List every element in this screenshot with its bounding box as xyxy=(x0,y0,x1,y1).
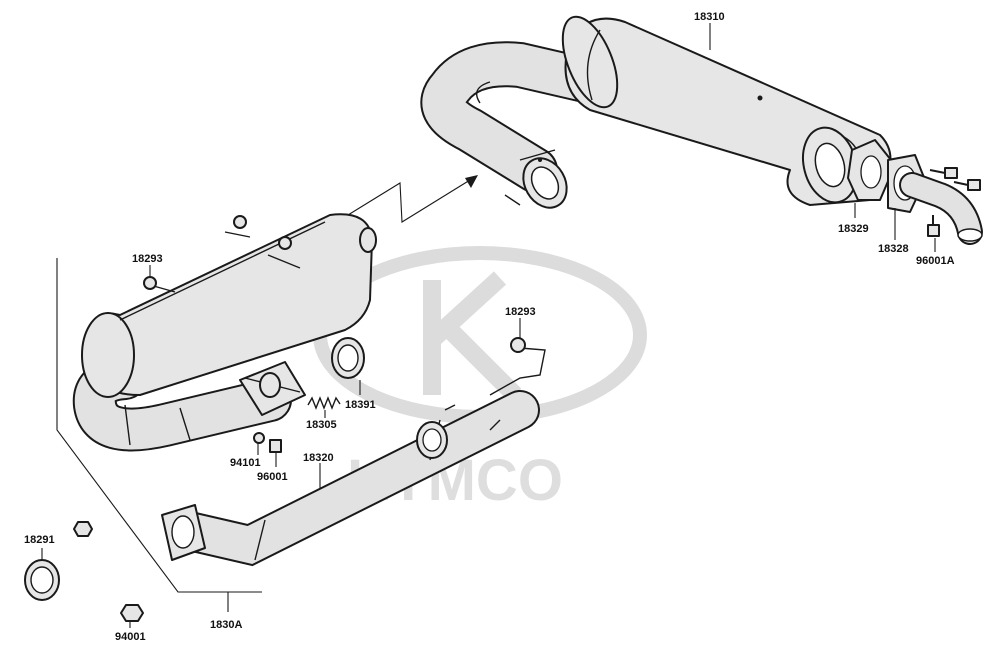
label-18305: 18305 xyxy=(306,419,337,431)
label-96001a: 96001A xyxy=(916,255,955,267)
flow-arrow xyxy=(347,175,478,223)
assembly-bracket xyxy=(56,258,262,593)
label-94101: 94101 xyxy=(230,457,261,469)
label-96001: 96001 xyxy=(257,471,288,483)
washer-94101 xyxy=(253,432,265,444)
bolt-96001 xyxy=(269,439,282,453)
watermark-k-shape xyxy=(423,271,522,402)
label-18293-left: 18293 xyxy=(132,253,163,265)
label-18328: 18328 xyxy=(878,243,909,255)
leader-lines xyxy=(41,23,936,628)
label-18320: 18320 xyxy=(303,452,334,464)
front-muffler-assembly xyxy=(72,213,377,452)
gasket-18291 xyxy=(24,559,60,601)
label-1830a: 1830A xyxy=(210,619,242,631)
label-18291: 18291 xyxy=(24,534,55,546)
label-18293-right: 18293 xyxy=(505,306,536,318)
rear-muffler-18310 xyxy=(420,15,983,245)
label-18329: 18329 xyxy=(838,223,869,235)
label-18310: 18310 xyxy=(694,11,725,23)
gasket-18391 xyxy=(331,337,365,379)
bolt-96001a-set xyxy=(927,167,981,237)
hanger-18293-right xyxy=(489,337,546,396)
label-94001: 94001 xyxy=(115,631,146,643)
label-18391: 18391 xyxy=(345,399,376,411)
part-labels: 18310 18329 18328 96001A 18293 18293 183… xyxy=(24,11,955,643)
nut-94001 xyxy=(73,521,144,622)
front-pipe-18320 xyxy=(161,390,540,567)
spring-18305 xyxy=(307,396,341,410)
